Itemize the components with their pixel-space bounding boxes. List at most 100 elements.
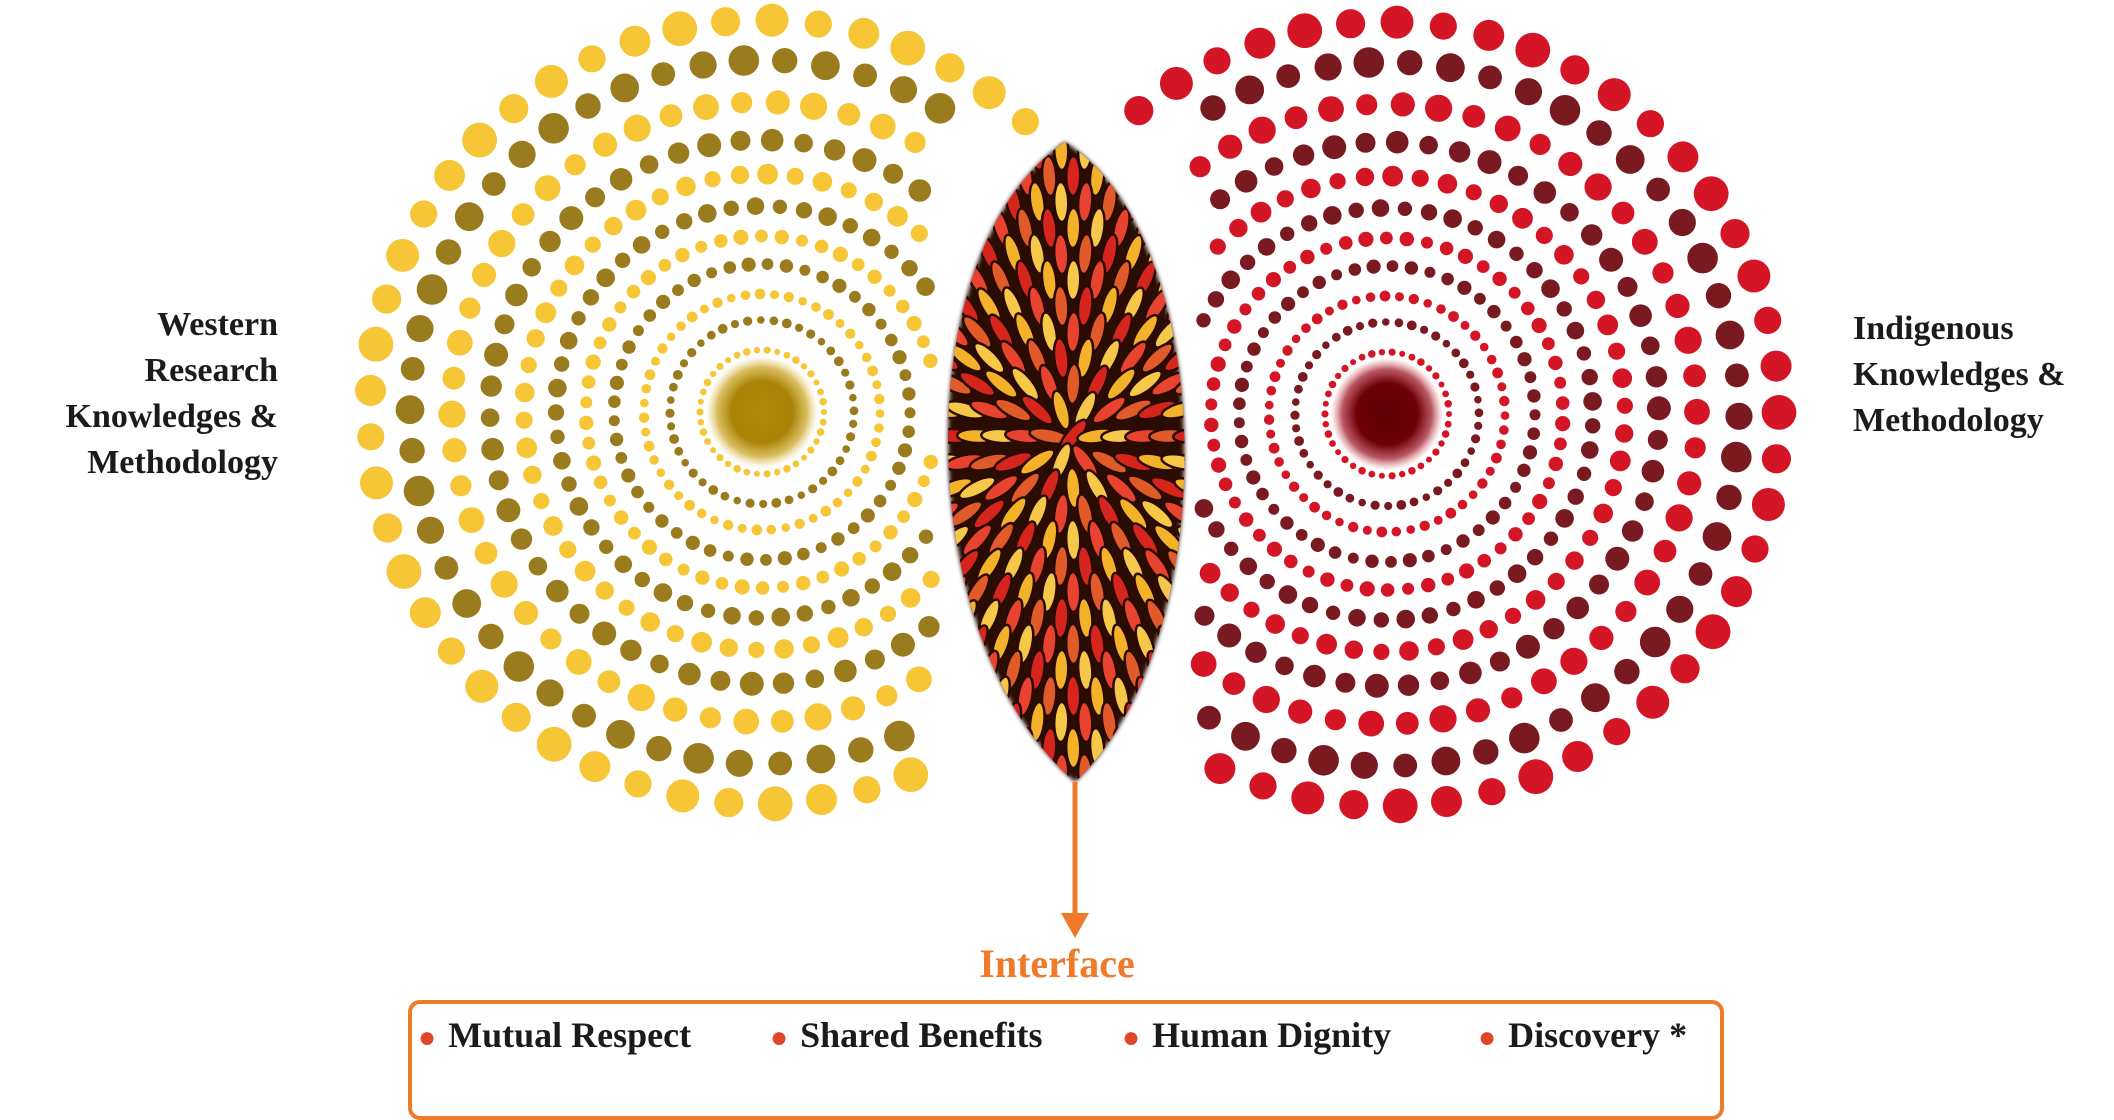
- ring-dot: [700, 388, 707, 396]
- ring-dot: [1331, 269, 1343, 281]
- ring-dot: [569, 603, 590, 624]
- ring-dot: [450, 475, 472, 497]
- ring-dot: [827, 466, 838, 477]
- ring-dot: [734, 579, 750, 595]
- interface-weave-mark: [1076, 648, 1094, 692]
- ring-dot: [917, 475, 930, 488]
- ring-dot: [798, 297, 807, 306]
- ring-dot: [816, 428, 825, 436]
- ring-dot: [640, 398, 649, 408]
- ring-dot: [823, 139, 846, 161]
- interface-weave-mark: [1064, 362, 1082, 406]
- interface-weave-mark: [1040, 674, 1058, 718]
- ring-dot: [832, 497, 843, 508]
- ring-dot: [1382, 318, 1390, 326]
- ring-dot: [821, 599, 836, 615]
- ring-dot: [416, 274, 448, 305]
- ring-dot: [1324, 430, 1333, 438]
- ring-dot: [1299, 448, 1309, 458]
- interface-weave-mark: [1170, 753, 1185, 782]
- ring-dot: [536, 726, 572, 762]
- ring-dot: [1320, 572, 1335, 587]
- ring-dot: [1444, 400, 1452, 408]
- interface-weave-mark: [1064, 310, 1082, 354]
- ring-dot: [609, 168, 633, 191]
- ring-dot: [597, 670, 621, 693]
- interface-weave-mark: [1127, 369, 1163, 399]
- ring-dot: [510, 528, 533, 550]
- ring-dot: [1497, 382, 1507, 392]
- ring-dot: [604, 216, 623, 236]
- ring-dot: [1409, 497, 1419, 507]
- ring-dot: [699, 304, 709, 314]
- ring-dot: [1342, 325, 1353, 336]
- interface-weave-mark: [983, 369, 1019, 399]
- ring-dot: [1368, 350, 1376, 358]
- ring-dot: [1322, 341, 1330, 350]
- ring-dot: [1249, 772, 1277, 800]
- interface-weave-mark: [948, 208, 966, 248]
- ring-dot: [1299, 493, 1309, 503]
- ring-dot: [1329, 440, 1336, 447]
- ring-dot: [1404, 261, 1419, 275]
- ring-dot: [1514, 78, 1543, 106]
- interface-weave-mark: [1157, 208, 1182, 248]
- ring-dot: [1422, 493, 1431, 502]
- ring-dot: [1259, 573, 1275, 590]
- ring-dot: [826, 346, 836, 356]
- ring-dot: [1251, 286, 1266, 301]
- ring-dot: [1306, 460, 1314, 469]
- ring-dot: [1310, 537, 1325, 553]
- ring-dot: [620, 639, 642, 661]
- ring-dot: [843, 488, 853, 498]
- ring-dot: [1468, 490, 1478, 500]
- ring-dot: [1725, 402, 1753, 430]
- ring-dot: [1485, 466, 1495, 476]
- interface-weave-mark: [1076, 180, 1094, 224]
- ring-dot: [1274, 457, 1284, 467]
- ring-dot: [608, 415, 620, 427]
- ring-dot: [1617, 276, 1638, 297]
- ring-dot: [1269, 371, 1281, 383]
- ring-dot: [1339, 236, 1353, 250]
- ring-dot: [1457, 499, 1468, 510]
- ring-dot: [656, 294, 671, 309]
- ring-dot: [1442, 339, 1451, 348]
- ring-dot: [614, 555, 633, 574]
- ring-dot: [1438, 381, 1445, 388]
- ring-dot: [1451, 348, 1461, 358]
- interface-weave-mark: [1147, 701, 1168, 743]
- ring-dot: [1604, 479, 1622, 497]
- ring-dot: [1433, 486, 1443, 496]
- ring-dot: [618, 599, 635, 616]
- indigenous-label-line: Methodology: [1853, 402, 2044, 439]
- ring-dot: [1390, 92, 1415, 117]
- ring-dot: [1476, 260, 1490, 273]
- bullet-dot-icon: ●: [1122, 1021, 1141, 1054]
- ring-dot: [1297, 372, 1308, 382]
- ring-dot: [586, 455, 602, 471]
- ring-dot: [819, 418, 827, 426]
- interface-weave-mark: [961, 314, 993, 350]
- ring-dot: [1446, 601, 1461, 617]
- ring-dot: [595, 581, 614, 600]
- ring-dot: [672, 284, 684, 297]
- ring-dot: [1292, 144, 1315, 166]
- ring-dot: [1760, 350, 1792, 382]
- ring-dot: [1268, 503, 1280, 515]
- ring-dot: [818, 207, 837, 226]
- ring-dot: [478, 623, 504, 650]
- western-label-line: Methodology: [87, 444, 278, 481]
- ring-dot: [522, 258, 541, 277]
- interface-weave-mark: [1126, 474, 1164, 502]
- ring-dot: [1253, 528, 1266, 542]
- ring-dot: [1340, 579, 1354, 592]
- ring-dot: [763, 346, 771, 354]
- ring-dot: [1266, 385, 1277, 396]
- ring-dot: [1268, 311, 1282, 324]
- ring-dot: [667, 422, 676, 431]
- ring-dot: [1641, 459, 1665, 483]
- ring-dot: [1224, 541, 1239, 556]
- ring-dot: [494, 314, 515, 335]
- ring-dot: [827, 627, 849, 648]
